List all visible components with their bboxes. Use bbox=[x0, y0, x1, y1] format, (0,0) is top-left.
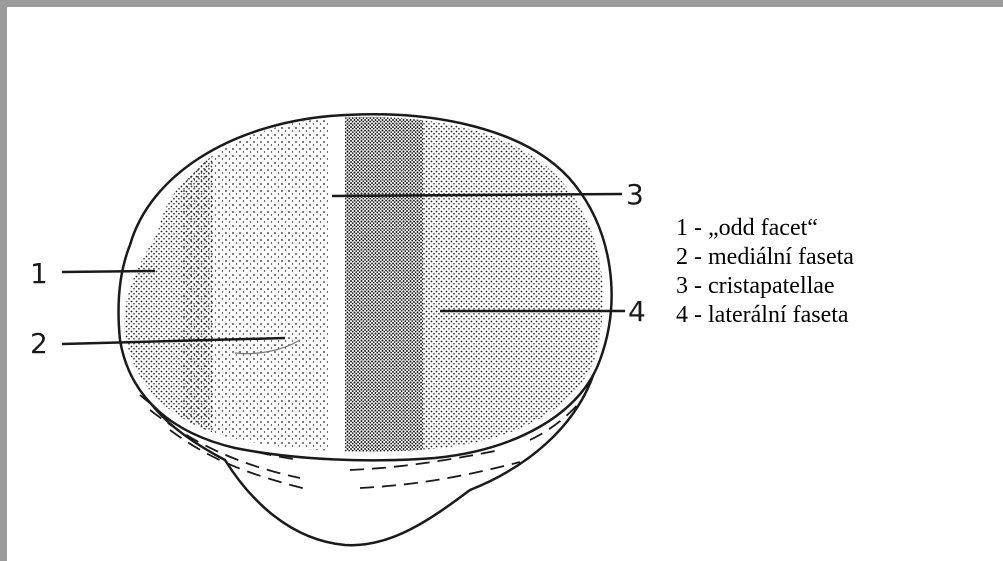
legend-item-lateral-facet: 4 - laterální faseta bbox=[676, 301, 854, 330]
callout-number-4: 4 bbox=[628, 295, 646, 328]
legend-item-odd-facet: 1 - „odd facet“ bbox=[676, 214, 854, 243]
legend-item-medial-facet: 2 - mediální faseta bbox=[676, 243, 854, 272]
callout-number-1: 1 bbox=[30, 257, 48, 290]
lateral-facet-stipple bbox=[423, 110, 613, 470]
lateral-facet-dense-band bbox=[345, 110, 423, 470]
legend: 1 - „odd facet“ 2 - mediální faseta 3 - … bbox=[676, 214, 854, 330]
legend-item-crista-patellae: 3 - cristapatellae bbox=[676, 272, 854, 301]
leader-line-1 bbox=[62, 271, 155, 272]
ridge-gap bbox=[328, 110, 345, 470]
callout-number-2: 2 bbox=[30, 327, 48, 360]
callout-number-3: 3 bbox=[626, 178, 644, 211]
